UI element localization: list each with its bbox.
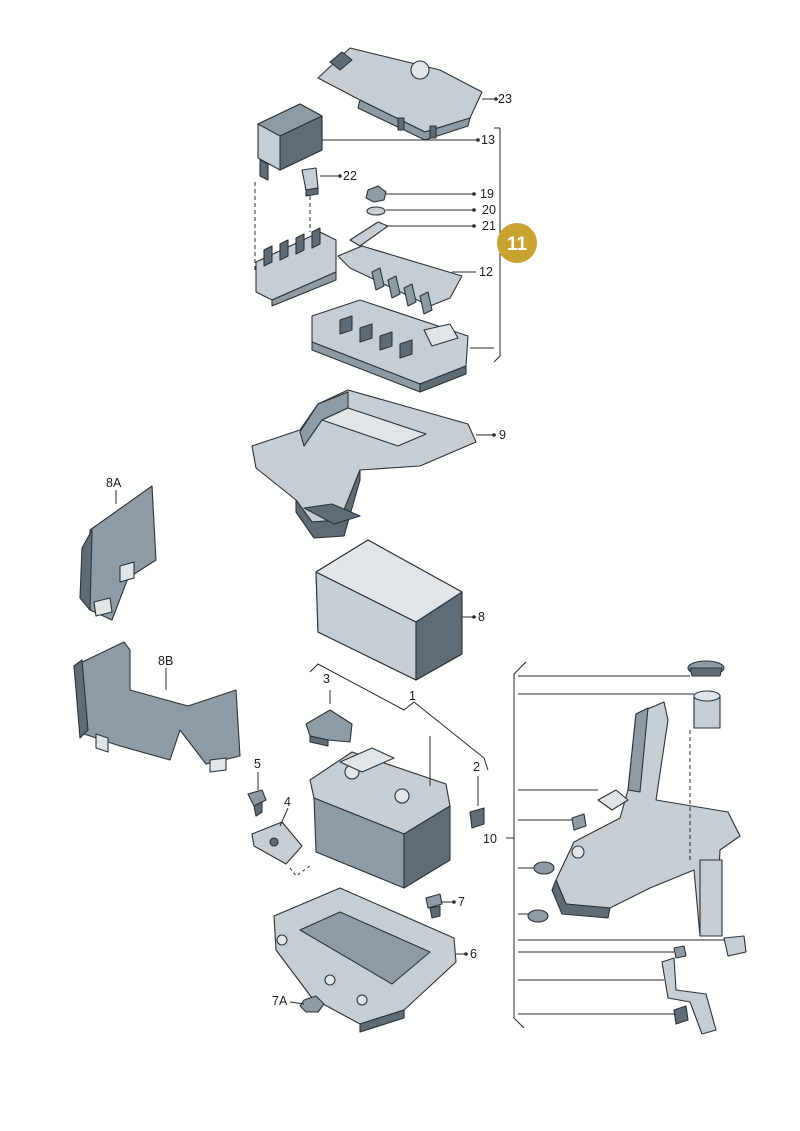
- part-10-screw: [673, 1005, 689, 1025]
- part-2-bolt: [469, 807, 485, 829]
- callout-9: 9: [499, 428, 506, 442]
- part-10-plate: [661, 957, 717, 1035]
- part-fuse-holder: [255, 227, 337, 307]
- part-1-battery: [309, 747, 451, 889]
- callout-8b: 8B: [158, 654, 173, 668]
- callout-20: 20: [482, 203, 496, 217]
- part-fuse-carrier: [311, 299, 469, 393]
- callout-12: 12: [479, 265, 493, 279]
- part-9-frame: [251, 389, 477, 539]
- part-19-nut: [365, 185, 387, 203]
- callout-1: 1: [409, 689, 416, 703]
- badge-circle: [497, 223, 537, 263]
- part-8b-shield: [73, 641, 241, 773]
- part-10-bracket: [551, 701, 741, 937]
- part-22-fuse: [301, 167, 319, 197]
- callout-5: 5: [254, 757, 261, 771]
- part-10-cap-b: [527, 909, 549, 923]
- callout-3: 3: [323, 672, 330, 686]
- part-13-relay: [257, 103, 323, 181]
- part-10-cap-a: [533, 861, 555, 875]
- part-6-tray: [273, 887, 457, 1033]
- callout-8a: 8A: [106, 476, 122, 490]
- part-5-bolt: [247, 789, 267, 817]
- part-20-washer: [366, 206, 386, 216]
- callout-22: 22: [343, 169, 357, 183]
- part-21-strap: [349, 221, 389, 247]
- part-10-small-bolt: [571, 813, 587, 831]
- callout-2: 2: [473, 760, 480, 774]
- callout-7: 7: [458, 895, 465, 909]
- callout-21: 21: [482, 219, 496, 233]
- callout-10: 10: [483, 832, 497, 846]
- part-4-clamp: [251, 821, 303, 865]
- part-7-bolt: [425, 893, 443, 919]
- callout-19: 19: [480, 187, 494, 201]
- part-8-battery-box: [315, 539, 463, 681]
- part-8a-shield: [79, 485, 157, 621]
- part-10-grommet: [723, 935, 747, 957]
- callout-8: 8: [478, 610, 485, 624]
- part-23-cover: [317, 47, 483, 141]
- callout-23: 23: [498, 92, 512, 106]
- callout-4: 4: [284, 795, 291, 809]
- badge-11: 11: [497, 223, 537, 263]
- part-10-sleeve: [699, 859, 723, 937]
- part-10-cap: [687, 660, 725, 677]
- part-7a-nut: [299, 995, 325, 1013]
- part-10-nut: [673, 945, 687, 959]
- callout-13: 13: [481, 133, 495, 147]
- callout-6: 6: [470, 947, 477, 961]
- part-3-cover: [305, 709, 353, 747]
- part-12-busbar: [337, 245, 463, 315]
- badge-label: 11: [507, 234, 528, 255]
- part-10-bushing: [693, 690, 721, 729]
- callout-7a: 7A: [272, 994, 288, 1008]
